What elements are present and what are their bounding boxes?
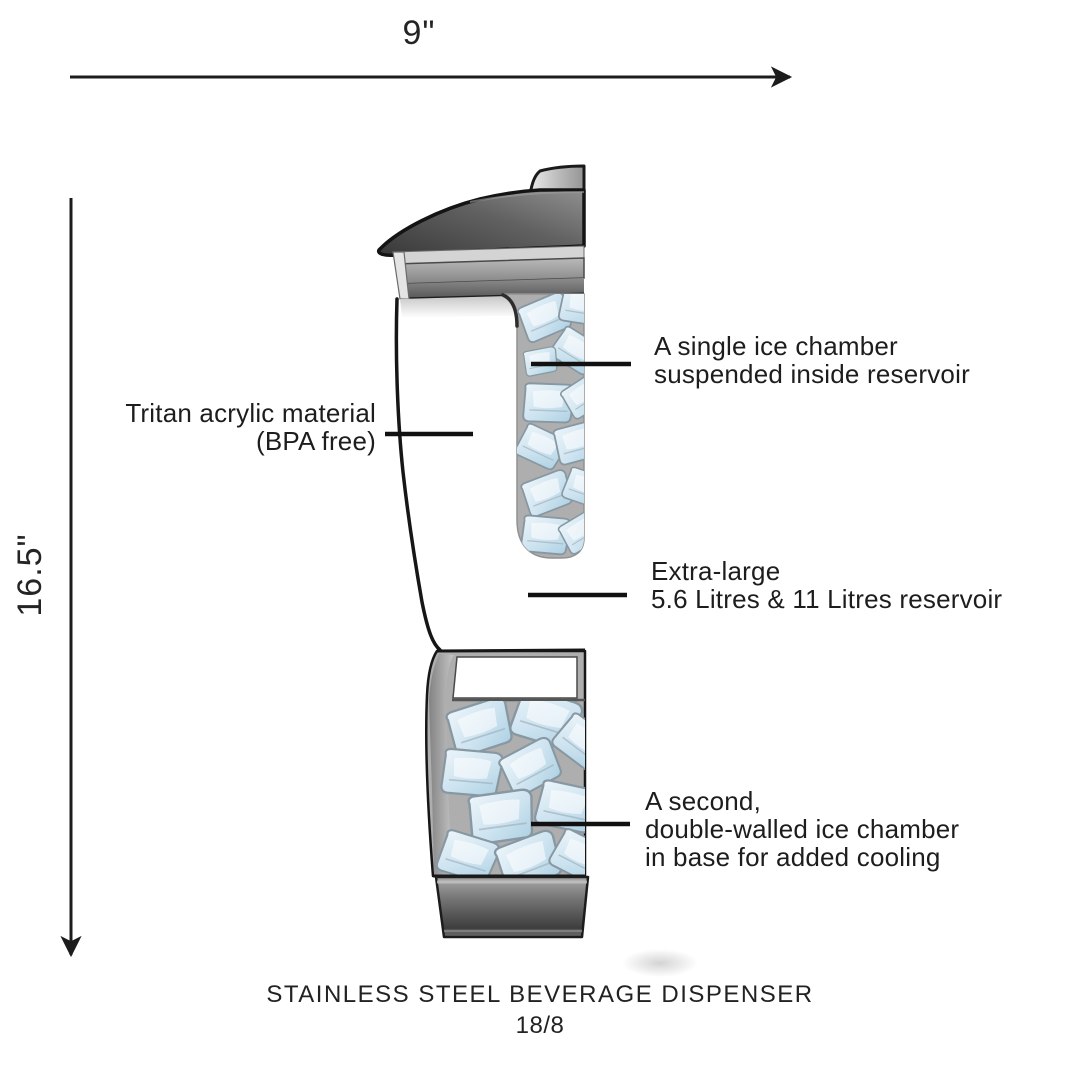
body-wall <box>394 297 442 652</box>
lid-knob <box>528 164 586 196</box>
shadow <box>622 949 698 977</box>
annotation-base-chamber: A second, double-walled ice chamber in b… <box>645 787 959 871</box>
width-dimension-label: 9" <box>402 14 436 52</box>
annotation-ice-chamber-line1: A single ice chamber <box>654 331 898 361</box>
caption: STAINLESS STEEL BEVERAGE DISPENSER 18/8 <box>0 979 1080 1041</box>
dispenser-body <box>376 164 698 977</box>
caption-title: STAINLESS STEEL BEVERAGE DISPENSER <box>266 981 814 1008</box>
annotation-reservoir-line1: Extra-large <box>651 556 781 586</box>
annotation-material-line2: (BPA free) <box>255 426 376 456</box>
ice-cubes-base <box>433 701 585 876</box>
annotation-ice-chamber-line2: suspended inside reservoir <box>654 359 970 389</box>
annotation-base-chamber-line1: A second, <box>645 786 761 816</box>
base <box>425 648 587 878</box>
height-dimension-label: 16.5" <box>11 533 49 617</box>
annotation-reservoir: Extra-large 5.6 Litres & 11 Litres reser… <box>651 557 1002 613</box>
pedestal <box>434 875 590 939</box>
annotation-base-chamber-line3: in base for added cooling <box>645 842 941 872</box>
annotation-reservoir-line2: 5.6 Litres & 11 Litres reservoir <box>651 584 1003 614</box>
annotation-base-chamber-line2: double-walled ice chamber <box>645 814 960 844</box>
base-inner-gap <box>452 656 578 699</box>
caption-subtitle: 18/8 <box>515 1012 565 1039</box>
annotation-material: Tritan acrylic material (BPA free) <box>60 399 376 455</box>
annotation-material-line1: Tritan acrylic material <box>125 398 376 428</box>
annotation-ice-chamber: A single ice chamber suspended inside re… <box>654 332 970 388</box>
